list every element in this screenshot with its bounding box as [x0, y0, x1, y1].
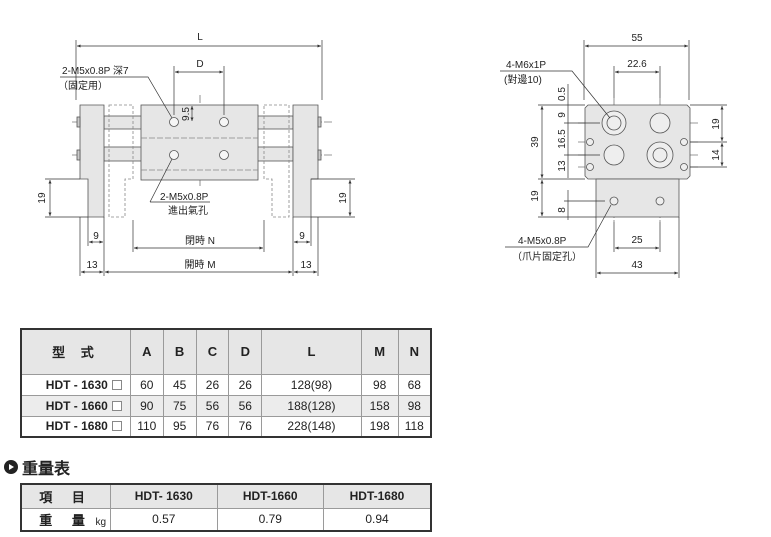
dim-19-left: 19	[37, 192, 48, 204]
table-row: HDT - 1630 60 45 26 26 128(98) 98 68	[20, 373, 432, 396]
closed-width-N: 閉時 N	[185, 235, 215, 247]
cell: 98	[397, 394, 432, 417]
model-cell: HDT - 1630	[20, 373, 131, 396]
gripper-body	[140, 104, 259, 181]
cell: 188(128)	[261, 394, 362, 417]
header-B: B	[162, 328, 197, 375]
dim-22-6: 22.6	[627, 59, 647, 70]
port-note: (對邊10)	[504, 73, 542, 86]
cell: 95	[162, 415, 197, 438]
checkbox-square-icon	[111, 421, 122, 432]
dim-9-left: 9	[93, 231, 99, 242]
cell: 158	[360, 394, 399, 417]
dim-16-5: 16.5	[557, 129, 568, 149]
technical-drawing: L D 9.5 2-M5x0.8P 深7 （固定用） 2-M5x0.8P 進出氣…	[37, 32, 727, 278]
jaw-hole-label: 4-M5x0.8P	[518, 236, 567, 247]
left-jaw	[79, 104, 105, 218]
dim-L: L	[197, 32, 203, 43]
dim-9-5: 9.5	[181, 107, 192, 121]
header-L: L	[261, 328, 362, 375]
weight-section-heading: 重量表	[4, 455, 70, 479]
dim-25: 25	[631, 235, 643, 246]
cell: 75	[162, 394, 197, 417]
header-hdt-1630: HDT- 1630	[110, 483, 218, 509]
dim-13-right: 13	[300, 260, 312, 271]
dim-13-left: 13	[86, 260, 98, 271]
checkbox-square-icon	[111, 400, 122, 411]
cell: 128(98)	[261, 373, 362, 396]
model-cell: HDT - 1680	[20, 415, 131, 438]
dim-0-5: 0.5	[557, 87, 568, 101]
weight-section-title: 重量表	[22, 461, 71, 478]
side-view	[500, 40, 727, 278]
cell: 198	[360, 415, 399, 438]
port-label: 4-M6x1P	[506, 60, 546, 71]
dim-19-lower: 19	[530, 190, 541, 202]
play-circle-icon	[4, 460, 18, 474]
table-header-row: 型 式 A B C D L M N	[20, 328, 432, 375]
model-name: HDT - 1630	[45, 377, 108, 392]
model-cell: HDT - 1660	[20, 394, 131, 417]
jaw-hole-note: （爪片固定孔）	[512, 250, 582, 263]
cell: 228(148)	[261, 415, 362, 438]
model-name: HDT - 1660	[45, 398, 108, 413]
dim-9: 9	[557, 112, 568, 118]
header-D: D	[228, 328, 263, 375]
header-A: A	[129, 328, 164, 375]
checkbox-square-icon	[111, 379, 122, 390]
dim-8: 8	[557, 207, 568, 213]
cell: 90	[129, 394, 164, 417]
cell: 45	[162, 373, 197, 396]
table-header-row: 項 目 HDT- 1630 HDT-1660 HDT-1680	[20, 483, 432, 509]
dim-55: 55	[631, 33, 643, 44]
dim-D: D	[196, 59, 203, 70]
mount-hole-note: （固定用）	[58, 79, 108, 92]
header-C: C	[195, 328, 230, 375]
dim-14: 14	[711, 149, 722, 161]
right-jaw	[292, 104, 319, 218]
cell: 56	[195, 394, 230, 417]
cell: 68	[397, 373, 432, 396]
dim-13: 13	[557, 160, 568, 172]
cell: 76	[195, 415, 230, 438]
air-port-note: 進出氣孔	[168, 204, 208, 217]
front-view	[45, 40, 355, 276]
dim-39: 39	[530, 136, 541, 148]
cell: 26	[228, 373, 263, 396]
table-row: HDT - 1680 110 95 76 76 228(148) 198 118	[20, 415, 432, 438]
model-name: HDT - 1680	[45, 419, 108, 434]
cell: 110	[129, 415, 164, 438]
cell: 0.57	[110, 507, 218, 532]
air-port-label: 2-M5x0.8P	[160, 192, 209, 203]
cell: 60	[129, 373, 164, 396]
cell: 26	[195, 373, 230, 396]
weight-label: 重 量	[39, 512, 93, 528]
header-item: 項 目	[20, 483, 112, 509]
table-row: HDT - 1660 90 75 56 56 188(128) 158 98	[20, 394, 432, 417]
cell: 56	[228, 394, 263, 417]
cell: 118	[397, 415, 432, 438]
dim-9-right: 9	[299, 231, 305, 242]
header-hdt-1660: HDT-1660	[216, 483, 324, 509]
cell: 98	[360, 373, 399, 396]
cell: 76	[228, 415, 263, 438]
open-width-M: 開時 M	[184, 259, 215, 271]
header-M: M	[360, 328, 399, 375]
mount-hole-label: 2-M5x0.8P 深7	[62, 65, 129, 77]
dim-19-right: 19	[711, 118, 722, 130]
header-model: 型 式	[20, 328, 131, 375]
dim-43: 43	[631, 260, 643, 271]
cell: 0.94	[322, 507, 432, 532]
unit-label: kg	[95, 517, 107, 528]
header-N: N	[397, 328, 432, 375]
cell: 0.79	[216, 507, 324, 532]
header-hdt-1680: HDT-1680	[322, 483, 432, 509]
dim-19-right: 19	[338, 192, 349, 204]
dimension-table: 型 式 A B C D L M N HDT - 1630 60 45 26 26…	[20, 328, 432, 438]
